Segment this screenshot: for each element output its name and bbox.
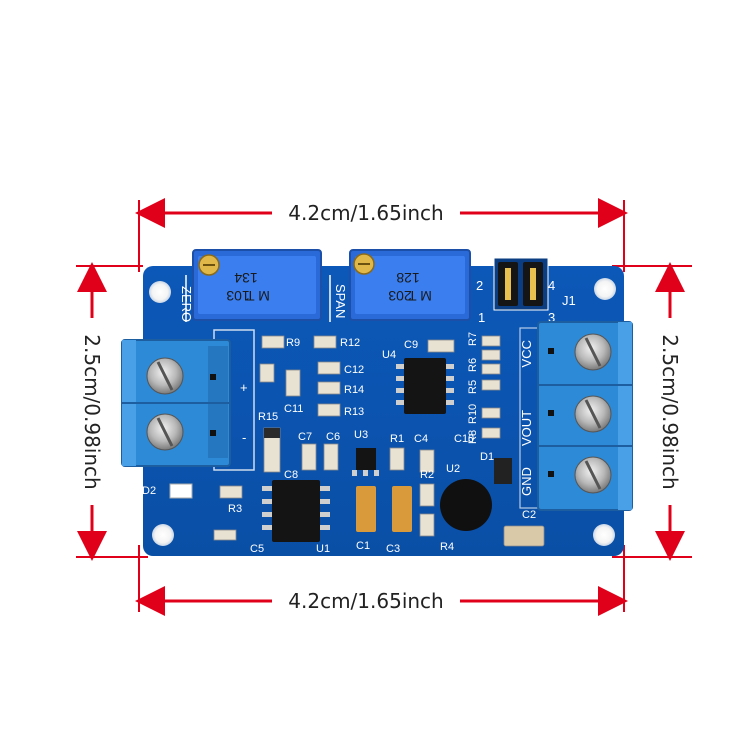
- label-r7: R7: [467, 332, 479, 346]
- mounting-hole-top-right: [594, 278, 616, 300]
- label-zero: ZERO: [179, 286, 194, 322]
- label-vout: VOUT: [519, 410, 534, 446]
- label-vcc: VCC: [519, 340, 534, 367]
- pot-right-line1: M T: [408, 288, 432, 304]
- label-r10: R10: [467, 404, 479, 424]
- mounting-hole-bottom-right: [593, 524, 615, 546]
- label-r5: R5: [467, 380, 479, 394]
- label-c1: C1: [356, 540, 370, 552]
- height-label-right: 2.5cm/0.98inch: [658, 334, 682, 489]
- label-u3: U3: [354, 429, 368, 441]
- label-pin2: 2: [476, 278, 483, 293]
- label-c7: C7: [298, 431, 312, 443]
- led-d2: [169, 483, 193, 499]
- label-r14: R14: [344, 384, 364, 396]
- label-r12: R12: [340, 337, 360, 349]
- label-minus: -: [242, 430, 246, 445]
- label-c10: C10: [454, 433, 474, 445]
- tantalum-capacitors: [264, 428, 412, 532]
- label-r3: R3: [228, 503, 242, 515]
- label-r6: R6: [467, 358, 479, 372]
- zero-potentiometer[interactable]: M T 103 134: [192, 249, 322, 321]
- pot-left-line1: M T: [246, 288, 270, 304]
- label-u1: U1: [316, 543, 330, 555]
- width-label-bottom: 4.2cm/1.65inch: [288, 589, 443, 613]
- label-c3: C3: [386, 543, 400, 555]
- label-c12: C12: [344, 364, 364, 376]
- label-r9: R9: [286, 337, 300, 349]
- ic-u4: [396, 358, 454, 414]
- label-r1: R1: [390, 433, 404, 445]
- label-j1: J1: [562, 293, 576, 308]
- label-span: SPAN: [333, 284, 348, 318]
- silkscreen-labels: R9 R12 C9 U4 C12 R14 R13 C11 R15 R7 R6 R…: [142, 332, 536, 555]
- output-terminal-block[interactable]: [537, 321, 633, 511]
- width-label-top: 4.2cm/1.65inch: [288, 201, 443, 225]
- label-r13: R13: [344, 406, 364, 418]
- ic-u1: [262, 480, 330, 542]
- mounting-hole-bottom-left: [152, 524, 174, 546]
- pcb-board: M T 103 134 M T 203 128 ZERO SPAN: [121, 249, 633, 556]
- label-r4: R4: [440, 541, 454, 553]
- mounting-hole-top-left: [149, 281, 171, 303]
- label-c2: C2: [522, 509, 536, 521]
- input-terminal-block[interactable]: [121, 339, 231, 467]
- label-c11: C11: [284, 403, 303, 415]
- label-r2: R2: [420, 469, 434, 481]
- label-u4: U4: [382, 349, 396, 361]
- label-c4: C4: [414, 433, 428, 445]
- dimension-lines: 4.2cm/1.65inch 4.2cm/1.65inch 2.5cm/0.98…: [76, 198, 692, 616]
- label-d1: D1: [480, 451, 494, 463]
- pot-right-line3: 128: [396, 270, 420, 286]
- pot-left-line2: 103: [226, 288, 250, 304]
- label-r15: R15: [258, 411, 278, 423]
- pot-left-line3: 134: [234, 270, 258, 286]
- label-c6: C6: [326, 431, 340, 443]
- label-u2: U2: [446, 463, 460, 475]
- label-c5: C5: [250, 543, 264, 555]
- label-r8: R8: [467, 430, 479, 444]
- label-c9: C9: [404, 339, 418, 351]
- pot-right-line2: 203: [388, 288, 412, 304]
- span-potentiometer[interactable]: M T 203 128: [349, 249, 471, 321]
- label-plus: +: [240, 380, 248, 395]
- label-pin1: 1: [478, 310, 485, 325]
- diode-d1: [494, 458, 512, 484]
- regulator-u3: [352, 448, 379, 476]
- label-pin4: 4: [548, 278, 555, 293]
- smd-components: [213, 335, 545, 547]
- label-d2: D2: [142, 485, 156, 497]
- label-gnd: GND: [519, 467, 534, 496]
- transistor-u2: [440, 479, 492, 531]
- height-label-left: 2.5cm/0.98inch: [80, 334, 104, 489]
- label-c8: C8: [284, 469, 298, 481]
- label-pin3: 3: [548, 310, 555, 325]
- jumper-header-j1[interactable]: [493, 257, 549, 311]
